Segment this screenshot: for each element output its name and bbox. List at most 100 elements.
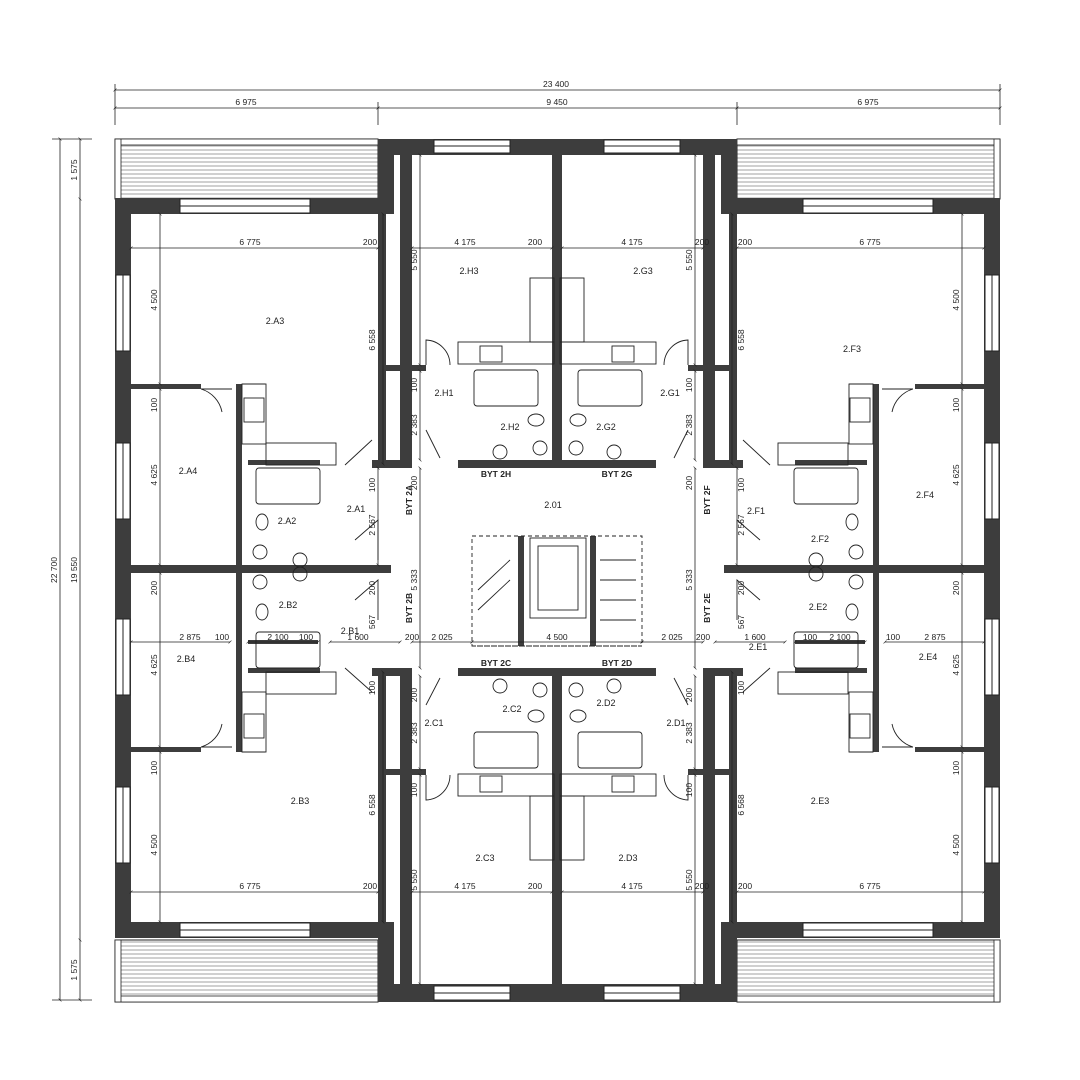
dim-c-wall: 100 — [409, 783, 419, 797]
dim-right-width: 6 975 — [857, 97, 879, 107]
dim-d3-depth: 5 550 — [684, 869, 694, 891]
dim-e3-depth: 6 568 — [736, 794, 746, 816]
dim-b1-width: 1 600 — [347, 632, 369, 642]
dim-d1-depth: 2 383 — [684, 722, 694, 744]
dim-a-wall-2: 200 — [149, 581, 159, 595]
apartment-label-a: BYT 2A — [404, 485, 414, 515]
room-labels: 2.A3 2.A4 2.A2 2.A1 2.B2 2.B1 2.B4 2.B3 … — [177, 266, 938, 863]
dim-b-wall-mid: 200 — [367, 581, 377, 595]
room-label-c1: 2.C1 — [424, 718, 443, 728]
apartment-label-g: BYT 2G — [602, 469, 633, 479]
room-label-d1: 2.D1 — [666, 718, 685, 728]
room-label-hall: 2.01 — [544, 500, 562, 510]
room-label-e3: 2.E3 — [811, 796, 830, 806]
dim-e-wall-1: 100 — [951, 761, 961, 775]
room-label-a3: 2.A3 — [266, 316, 285, 326]
dim-b-wall-w1: 100 — [215, 632, 229, 642]
room-label-h2: 2.H2 — [500, 422, 519, 432]
dim-e-wall-w1: 100 — [886, 632, 900, 642]
room-label-a2: 2.A2 — [278, 516, 297, 526]
room-label-g1: 2.G1 — [660, 388, 680, 398]
dim-e-wall-mid: 200 — [736, 581, 746, 595]
dim-hall-wall-2: 200 — [684, 476, 694, 490]
dim-b4-width: 2 875 — [179, 632, 201, 642]
dim-e1-depth: 567 — [736, 615, 746, 629]
apartment-labels: BYT 2H BYT 2G BYT 2C BYT 2D BYT 2A BYT 2… — [404, 469, 712, 668]
room-label-b3: 2.B3 — [291, 796, 310, 806]
room-label-d3: 2.D3 — [618, 853, 637, 863]
room-label-h3: 2.H3 — [459, 266, 478, 276]
dim-a3-height: 4 500 — [149, 289, 159, 311]
dim-h1-depth: 2 383 — [409, 414, 419, 436]
dim-f4-height: 4 625 — [951, 464, 961, 486]
room-label-f4: 2.F4 — [916, 490, 934, 500]
room-label-c2: 2.C2 — [502, 704, 521, 714]
room-label-d2: 2.D2 — [596, 698, 615, 708]
dim-b2-width: 2 100 — [267, 632, 289, 642]
room-label-a4: 2.A4 — [179, 466, 198, 476]
room-label-g3: 2.G3 — [633, 266, 653, 276]
dim-a-wall-1: 100 — [149, 398, 159, 412]
dim-overall-width: 23 400 — [543, 79, 569, 89]
dim-g-wall: 100 — [684, 378, 694, 392]
dim-a1-wall: 100 — [367, 478, 377, 492]
dim-balcony-bottom: 1 575 — [69, 959, 79, 981]
dim-f-wall-1: 100 — [951, 398, 961, 412]
dim-h3-depth: 5 550 — [409, 249, 419, 271]
dim-hall-wall-1: 200 — [409, 476, 419, 490]
dim-balcony-top: 1 575 — [69, 159, 79, 181]
dim-inner-height: 19 550 — [69, 557, 79, 583]
dim-e-wall-w2: 100 — [803, 632, 817, 642]
dim-a3-depth: 6 558 — [367, 329, 377, 351]
dim-c3-depth: 5 550 — [409, 869, 419, 891]
dim-wall-a3: 200 — [363, 237, 377, 247]
dim-g1-depth: 2 383 — [684, 414, 694, 436]
dim-wall-f3: 200 — [738, 237, 752, 247]
dim-hall-wall-3: 200 — [409, 688, 419, 702]
dim-e-wall-low: 100 — [736, 681, 746, 695]
room-label-b2: 2.B2 — [279, 600, 298, 610]
dim-d-wall: 100 — [684, 783, 694, 797]
room-label-h1: 2.H1 — [434, 388, 453, 398]
room-label-e2: 2.E2 — [809, 602, 828, 612]
room-label-g2: 2.G2 — [596, 422, 616, 432]
balcony-top-right — [736, 138, 1001, 200]
dim-wall-e3: 200 — [738, 881, 752, 891]
dim-overall-height: 22 700 — [49, 557, 59, 583]
balcony-bottom-left — [114, 939, 379, 1003]
apartment-label-h: BYT 2H — [481, 469, 511, 479]
apartment-label-d: BYT 2D — [602, 658, 632, 668]
room-label-f3: 2.F3 — [843, 344, 861, 354]
dim-b-wall-1: 100 — [149, 761, 159, 775]
dim-b-wall-low: 100 — [367, 681, 377, 695]
apartment-label-c: BYT 2C — [481, 658, 511, 668]
dim-wall-cd: 200 — [528, 881, 542, 891]
dim-f1-depth: 2 567 — [736, 514, 746, 536]
dim-apt-e3-width: 6 775 — [859, 881, 881, 891]
room-label-a1: 2.A1 — [347, 504, 366, 514]
balcony-bottom-right — [736, 939, 1001, 1003]
dim-d3-width: 4 175 — [621, 881, 643, 891]
room-label-b1: 2.B1 — [341, 626, 360, 636]
room-label-f2: 2.F2 — [811, 534, 829, 544]
dim-g3-width: 4 175 — [621, 237, 643, 247]
dim-e1-width: 1 600 — [744, 632, 766, 642]
dim-stair-width: 4 500 — [546, 632, 568, 642]
dim-a4-height: 4 625 — [149, 464, 159, 486]
dim-a1-depth: 2 567 — [367, 514, 377, 536]
dimension-labels: 23 400 6 975 9 450 6 975 22 700 19 550 1… — [49, 79, 961, 981]
dim-f-wall-2: 200 — [951, 581, 961, 595]
balcony-top-left — [114, 138, 379, 200]
dim-b-wall-w2: 100 — [299, 632, 313, 642]
dimension-lines — [52, 84, 1002, 1002]
dim-b1-depth: 567 — [367, 615, 377, 629]
dim-apt-f3-width: 6 775 — [859, 237, 881, 247]
dim-c1-depth: 2 383 — [409, 722, 419, 744]
dim-e2-width: 2 100 — [829, 632, 851, 642]
dim-c-hall-width: 2 025 — [431, 632, 453, 642]
room-label-e1: 2.E1 — [749, 642, 768, 652]
dim-apt-a3-width: 6 775 — [239, 237, 261, 247]
dim-left-width: 6 975 — [235, 97, 257, 107]
dim-c-wall-w: 200 — [405, 632, 419, 642]
